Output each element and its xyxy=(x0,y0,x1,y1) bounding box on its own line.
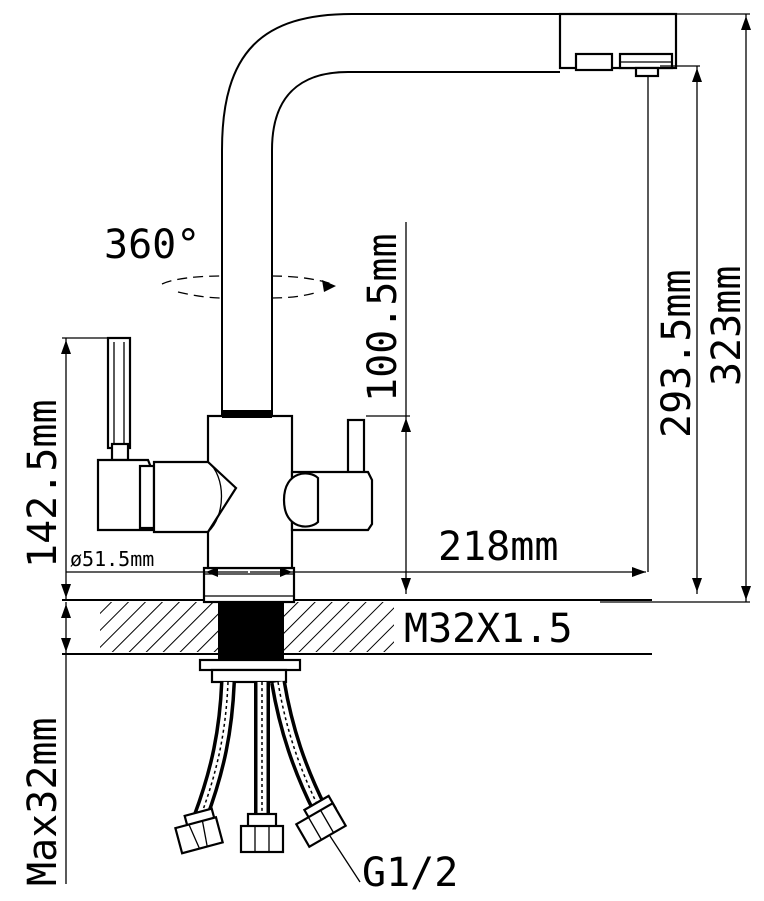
dim-base-diameter xyxy=(66,567,292,577)
left-handle xyxy=(96,336,238,534)
dim-base-height xyxy=(61,337,108,600)
mounting-shank xyxy=(198,566,302,684)
right-handle xyxy=(282,418,374,532)
dim-total-height xyxy=(600,13,751,603)
hoses xyxy=(192,680,328,821)
spout xyxy=(221,13,560,418)
hose-connection-label: G1/2 xyxy=(362,850,458,896)
reach-label: 218mm xyxy=(438,524,558,570)
outlet-height-label: 293.5mm xyxy=(654,269,700,438)
rotation-label: 360° xyxy=(104,222,200,268)
base-diameter-label: ø51.5mm xyxy=(70,547,154,571)
thread-label: M32X1.5 xyxy=(404,606,573,652)
dim-spout-height xyxy=(366,222,411,594)
dim-outlet-height xyxy=(647,65,702,594)
countertop-section xyxy=(62,599,652,655)
dim-reach xyxy=(250,567,646,577)
max-thickness-label: Max32mm xyxy=(20,717,66,886)
dim-max-thickness xyxy=(61,602,71,884)
rotation-indicator xyxy=(161,275,336,299)
base-height-label: 142.5mm xyxy=(20,399,66,568)
total-height-label: 323mm xyxy=(704,266,750,386)
hose-nuts xyxy=(174,794,348,855)
spout-head xyxy=(558,12,678,78)
spout-height-label: 100.5mm xyxy=(360,233,406,402)
hose-connection-leader xyxy=(329,835,361,883)
